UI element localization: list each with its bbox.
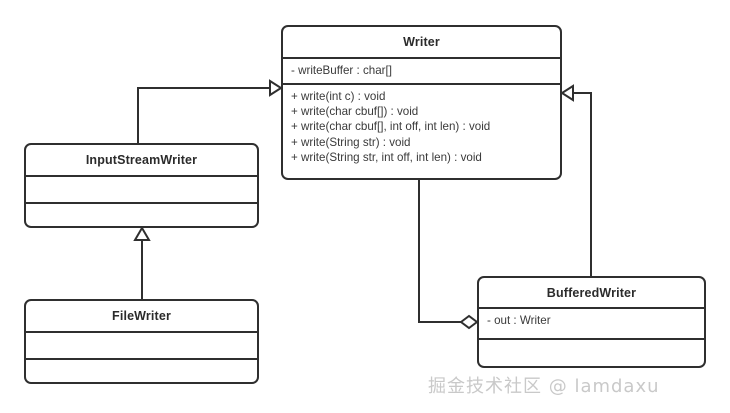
method-item: + write(int c) : void [291,90,386,103]
class-methods-filewriter [26,360,257,382]
class-methods-writer: + write(int c) : void + write(char cbuf[… [283,85,560,168]
class-methods-inputstreamwriter [26,204,257,226]
class-title-filewriter: FileWriter [112,309,171,323]
class-methods-bufferedwriter [479,340,704,366]
method-item: + write(String str) : void [291,135,411,149]
class-box-writer[interactable]: Writer - writeBuffer : char[] + write(in… [281,25,562,180]
class-attributes-writer: - writeBuffer : char[] [283,59,560,83]
edge-filewriter-to-inputstreamwriter [133,226,151,299]
edge-bufferedwriter-to-writer [560,84,592,276]
class-title-bufferedwriter: BufferedWriter [546,285,637,300]
compartment-divider [26,331,257,333]
class-attributes-inputstreamwriter [26,177,257,202]
class-box-filewriter[interactable]: FileWriter [24,299,259,384]
compartment-divider [26,175,257,177]
compartment-divider [479,338,704,340]
class-title-inputstreamwriter: InputStreamWriter [85,153,198,167]
class-attributes-bufferedwriter: - out : Writer [479,309,704,338]
compartment-divider [479,307,704,309]
edge-bufferedwriter-aggregation-writer [418,180,479,330]
compartment-divider [283,57,560,59]
edge-inputstreamwriter-to-writer [137,79,283,143]
compartment-divider [26,358,257,360]
method-item: + write(char cbuf[], int off, int len) :… [291,120,491,134]
method-item: + write(String str, int off, int len) : … [291,150,482,164]
watermark-text: 掘金技术社区 @ lamdaxu [428,376,660,397]
class-box-inputstreamwriter[interactable]: InputStreamWriter [24,143,259,228]
class-box-bufferedwriter[interactable]: BufferedWriter - out : Writer [477,276,706,368]
method-item: + write(char cbuf[]) : void [291,105,419,119]
attribute-item: - writeBuffer : char[] [291,64,392,77]
class-title-writer: Writer [403,35,440,49]
attribute-item: - out : Writer [487,314,551,327]
compartment-divider [26,202,257,204]
compartment-divider [283,83,560,85]
class-attributes-filewriter [26,333,257,358]
